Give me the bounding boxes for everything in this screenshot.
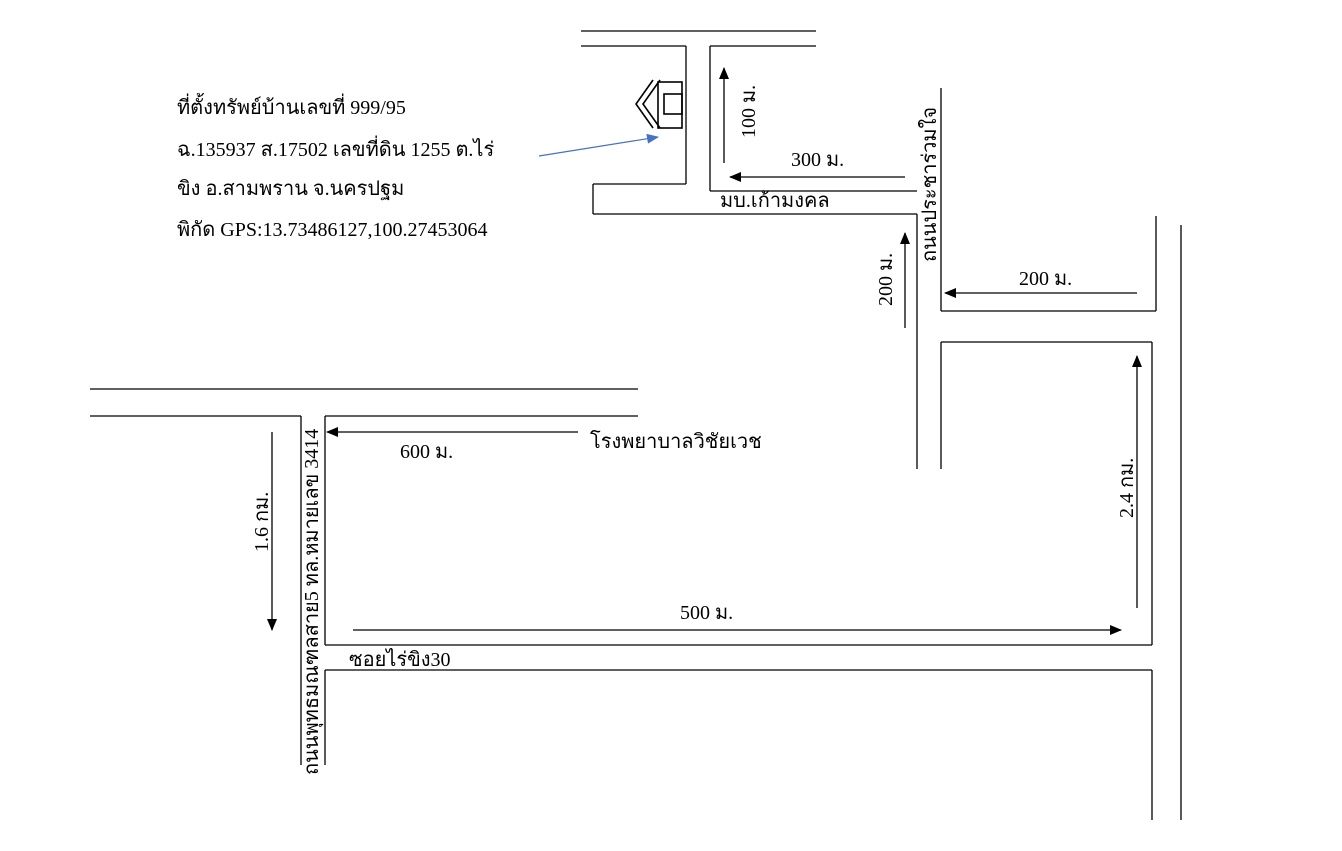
label-hospital: โรงพยาบาลวิชัยเวช [590,430,762,453]
label-600m: 600 ม. [400,441,453,463]
label-prachaharuamjai-road: ถนนประชาร่วมใจ [918,107,941,262]
house-icon [635,79,683,129]
label-village: มบ.เก้ามงคล [720,190,830,212]
label-soi: ซอยไร่ขิง30 [349,648,451,671]
pointer-arrow [538,133,659,157]
label-200m-vertical: 200 ม. [875,253,897,306]
label-2-4km: 2.4 กม. [1116,458,1138,518]
label-100m: 100 ม. [738,85,760,138]
property-address: ที่ตั้งทรัพย์บ้านเลขที่ 999/95 [177,93,406,119]
label-1-6km: 1.6 กม. [251,492,273,552]
route-arrows [267,67,1142,635]
road-lines [90,30,1182,820]
label-200m-horizontal: 200 ม. [1019,268,1072,290]
label-500m: 500 ม. [680,602,733,624]
property-district: ขิง อ.สามพราน จ.นครปฐม [177,178,404,200]
property-info: ที่ตั้งทรัพย์บ้านเลขที่ 999/95 ฉ.135937 … [177,93,494,241]
property-deed: ฉ.135937 ส.17502 เลขที่ดิน 1255 ต.ไร่ [177,135,494,161]
label-300m: 300 ม. [791,149,844,171]
property-gps: พิกัด GPS:13.73486127,100.27453064 [177,219,488,241]
label-main-road: ถนนพุทธมณฑลสาย5 ทล.หมายเลข 3414 [301,429,324,775]
